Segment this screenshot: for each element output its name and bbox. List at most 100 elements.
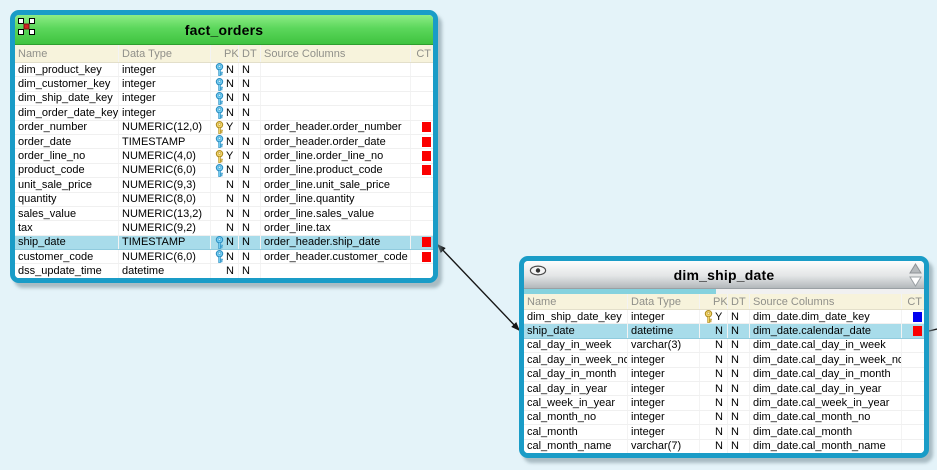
pk-cell: N <box>211 264 239 278</box>
ct-cell <box>902 310 924 323</box>
ct-cell <box>902 324 924 337</box>
table-fact-orders[interactable]: fact_orders Name Data Type PK DT Source … <box>10 10 438 283</box>
pk-cell: Y <box>211 120 239 134</box>
ct-cell <box>411 106 433 119</box>
relationship-line[interactable] <box>437 243 520 332</box>
table-dim-ship-date[interactable]: dim_ship_date Name Data Type PK DT Sourc… <box>519 256 929 458</box>
column-data-type: NUMERIC(12,0) <box>119 120 211 134</box>
column-name: dim_ship_date_key <box>15 91 119 106</box>
scroll-down-arrow[interactable] <box>909 276 922 287</box>
ct-cell <box>411 236 433 249</box>
pk-cell: N <box>700 353 728 367</box>
column-name: product_code <box>15 163 119 178</box>
column-source: order_line.product_code <box>261 163 411 178</box>
gold-key-icon <box>214 120 226 134</box>
column-data-type: datetime <box>119 264 211 278</box>
column-source: dim_date.cal_month_name <box>750 439 902 453</box>
scrollbar-thumb[interactable] <box>524 289 716 294</box>
dt-value: N <box>239 77 261 91</box>
column-data-type: integer <box>628 396 700 410</box>
ct-cell <box>411 207 433 220</box>
pk-cell: Y <box>700 310 728 324</box>
column-data-type: TIMESTAMP <box>119 134 211 149</box>
ct-flag-red <box>913 326 922 337</box>
pk-value: N <box>715 397 723 410</box>
table-header[interactable]: dim_ship_date <box>524 261 924 289</box>
table-header[interactable]: fact_orders <box>15 15 433 45</box>
column-header-pk: PK <box>700 294 728 309</box>
key-slot <box>214 265 226 278</box>
column-name: cal_day_in_year <box>524 381 628 396</box>
ct-cell <box>902 425 924 438</box>
dt-value: N <box>239 120 261 134</box>
ct-cell <box>411 193 433 206</box>
column-data-type: NUMERIC(9,3) <box>119 178 211 192</box>
ct-cell <box>411 264 433 277</box>
dt-value: N <box>239 206 261 221</box>
column-source: order_line.unit_sale_price <box>261 178 411 192</box>
blue-key-icon <box>214 235 226 249</box>
scroll-up-arrow[interactable] <box>909 263 922 274</box>
column-name: cal_week_in_year <box>524 396 628 410</box>
ct-cell <box>411 221 433 234</box>
pk-value: N <box>226 265 234 278</box>
pk-cell: N <box>700 367 728 381</box>
key-slot <box>703 440 715 453</box>
column-data-type: TIMESTAMP <box>119 235 211 250</box>
column-data-type: integer <box>119 63 211 77</box>
pk-value: N <box>226 92 234 105</box>
dt-value: N <box>728 324 750 338</box>
ct-cell <box>411 135 433 148</box>
column-data-type: varchar(3) <box>628 338 700 353</box>
ct-cell <box>902 396 924 409</box>
blue-key-icon <box>214 135 226 149</box>
dt-value: N <box>239 250 261 264</box>
column-source: dim_date.dim_date_key <box>750 310 902 324</box>
pk-value: N <box>715 339 723 352</box>
ct-flag-red <box>422 237 431 248</box>
column-data-type: datetime <box>628 324 700 338</box>
column-data-type: integer <box>119 106 211 120</box>
column-header-source-columns: Source Columns <box>261 45 411 62</box>
vertical-scroll-arrows <box>908 262 923 288</box>
ct-cell <box>411 77 433 90</box>
column-data-type: NUMERIC(6,0) <box>119 163 211 178</box>
pk-value: Y <box>715 310 723 323</box>
key-slot <box>214 207 226 220</box>
pk-value: N <box>715 382 723 395</box>
pk-value: Y <box>226 121 234 134</box>
dt-value: N <box>728 310 750 324</box>
horizontal-scrollbar[interactable] <box>524 289 924 294</box>
column-data-type: varchar(7) <box>628 439 700 453</box>
dt-value: N <box>239 134 261 149</box>
column-header-dt: DT <box>239 45 261 62</box>
blue-key-icon <box>214 77 226 91</box>
column-source: dim_date.cal_day_in_week_no <box>750 353 902 367</box>
column-data-type: integer <box>628 381 700 396</box>
